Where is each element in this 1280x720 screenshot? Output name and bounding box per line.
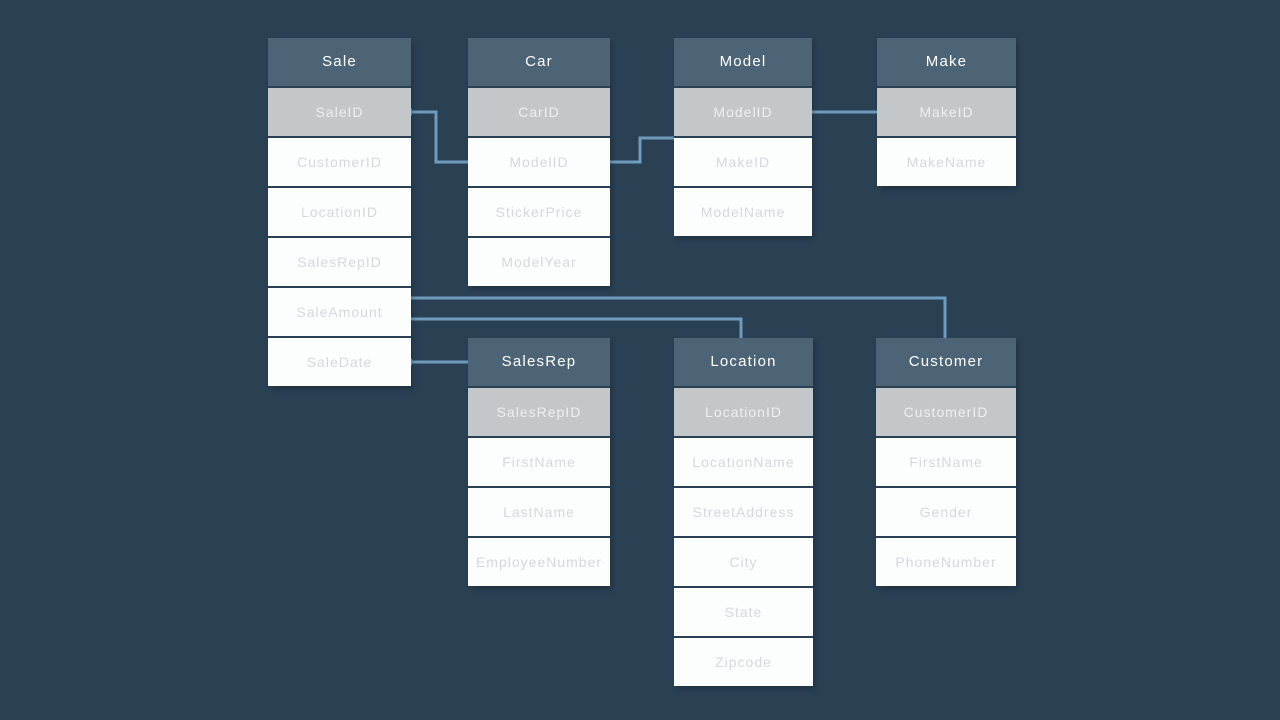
table-title: Car [468,38,610,86]
column-row: ModelName [674,188,812,236]
table-title: Model [674,38,812,86]
connector-car-modelid-to-model [610,136,674,164]
column-row: EmployeeNumber [468,538,610,586]
column-row: State [674,588,813,636]
primary-key-row: MakeID [877,88,1016,136]
column-row: ModelID [468,138,610,186]
primary-key-row: CarID [468,88,610,136]
table-title: Sale [268,38,411,86]
primary-key-row: CustomerID [876,388,1016,436]
column-row: StickerPrice [468,188,610,236]
column-row: LocationID [268,188,411,236]
column-row: StreetAddress [674,488,813,536]
table-title: SalesRep [468,338,610,386]
column-row: SalesRepID [268,238,411,286]
column-row: FirstName [468,438,610,486]
column-row: MakeID [674,138,812,186]
table-title: Location [674,338,813,386]
primary-key-row: SalesRepID [468,388,610,436]
column-row: City [674,538,813,586]
column-row: PhoneNumber [876,538,1016,586]
connector-sale-saleid-to-car [411,110,468,164]
column-row: LocationName [674,438,813,486]
column-row: CustomerID [268,138,411,186]
column-row: SaleAmount [268,288,411,336]
column-row: LastName [468,488,610,536]
table-title: Make [877,38,1016,86]
primary-key-row: ModelID [674,88,812,136]
primary-key-row: LocationID [674,388,813,436]
column-row: Gender [876,488,1016,536]
column-row: Zipcode [674,638,813,686]
table-title: Customer [876,338,1016,386]
column-row: FirstName [876,438,1016,486]
column-row: SaleDate [268,338,411,386]
column-row: MakeName [877,138,1016,186]
column-row: ModelYear [468,238,610,286]
primary-key-row: SaleID [268,88,411,136]
